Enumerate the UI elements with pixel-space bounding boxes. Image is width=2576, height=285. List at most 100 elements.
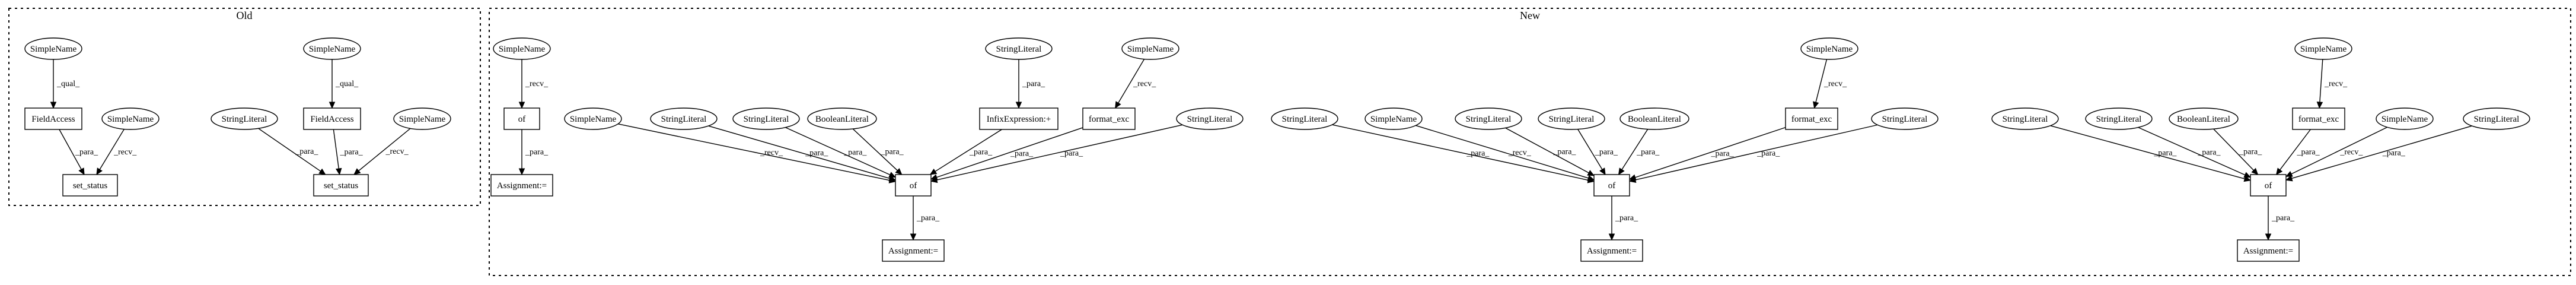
node-o_fa2: FieldAccess — [303, 107, 361, 130]
node-label: Assignment:= — [888, 246, 938, 256]
edge-label: _para_ — [805, 149, 828, 158]
edge-label: _recv_ — [113, 148, 137, 157]
edge-label: _para_ — [2382, 149, 2406, 158]
node-label: InfixExpression:+ — [987, 115, 1051, 124]
node-label: set_status — [324, 181, 358, 191]
node-label: StringLiteral — [1882, 115, 1928, 124]
cluster-title: Old — [237, 10, 253, 21]
node-d_fmt: format_exc — [2292, 107, 2345, 130]
edge-label: _para_ — [2197, 148, 2221, 157]
edge-c_bl-to-c_of: _para_ — [1618, 129, 1660, 176]
edge-o_sn1-to-o_fa1: _qual_ — [50, 59, 80, 109]
edge-b_sl3-to-b_of: _para_ — [930, 124, 1183, 183]
node-b_sl1: StringLiteral — [650, 107, 718, 130]
node-c_bl: BooleanLiteral — [1619, 107, 1689, 130]
edge-a_sn-to-a_of: _recv_ — [518, 59, 549, 109]
edge-label: _qual_ — [335, 80, 359, 88]
node-label: BooleanLiteral — [815, 115, 869, 124]
edge-a_of-to-a_asg: _para_ — [518, 129, 549, 176]
edge-label: _recv_ — [1508, 148, 1532, 157]
node-c_fmt: format_exc — [1785, 107, 1838, 130]
edge-label: _para_ — [843, 148, 867, 157]
edge-c_sntop-to-c_fmt: _recv_ — [1813, 59, 1847, 109]
node-c_sl4: StringLiteral — [1871, 107, 1939, 130]
edge-o_fa1-to-o_ss1: _para_ — [59, 129, 98, 176]
node-c_sl3: StringLiteral — [1538, 107, 1605, 130]
edge-d_fmt-to-d_of: _para_ — [2275, 129, 2320, 175]
edge-label: _para_ — [1022, 80, 1045, 88]
edge-label: _para_ — [916, 214, 940, 223]
node-label: set_status — [73, 181, 107, 191]
node-o_sn3: SimpleName — [101, 107, 160, 130]
node-o_sn4: SimpleName — [393, 107, 451, 130]
edge-d_sl3-to-d_of: _para_ — [2285, 125, 2472, 182]
node-o_sl1: StringLiteral — [211, 107, 278, 130]
edge-label: _para_ — [1615, 214, 1638, 223]
edge-label: _para_ — [1756, 149, 1780, 158]
node-label: StringLiteral — [2096, 115, 2142, 124]
node-label: SimpleName — [499, 45, 546, 54]
edge-o_fa2-to-o_ss2: _para_ — [333, 129, 364, 176]
node-label: of — [2265, 181, 2272, 191]
node-o_sn1: SimpleName — [24, 37, 82, 60]
edge-b_sn-to-b_of: _recv_ — [617, 124, 897, 183]
node-c_asg: Assignment:= — [1580, 239, 1643, 262]
node-label: of — [518, 115, 526, 124]
node-a_asg: Assignment:= — [490, 174, 553, 197]
edge-o_sn3-to-o_ss1: _recv_ — [96, 129, 137, 176]
edge-d_bl-to-d_of: _para_ — [2213, 128, 2262, 175]
edge-label: _recv_ — [2324, 80, 2348, 88]
edge-label: _para_ — [1552, 148, 1576, 157]
node-a_sn: SimpleName — [493, 37, 551, 60]
edge-label: _recv_ — [760, 148, 783, 157]
edge-label: _recv_ — [2339, 148, 2363, 157]
node-o_fa1: FieldAccess — [24, 107, 82, 130]
edge-label: _qual_ — [56, 80, 80, 88]
edge-o_sn2-to-o_fa2: _qual_ — [329, 59, 359, 109]
edge-c_of-to-c_asg: _para_ — [1608, 196, 1638, 241]
node-b_sltop: StringLiteral — [985, 37, 1053, 60]
edge-b_inf-to-b_of: _para_ — [929, 129, 1002, 175]
node-label: of — [1608, 181, 1616, 191]
node-label: SimpleName — [30, 45, 77, 54]
node-o_ss2: set_status — [313, 174, 369, 197]
node-b_bl: BooleanLiteral — [807, 107, 877, 130]
edge-d_sntop-to-d_fmt: _recv_ — [2316, 59, 2348, 109]
edge-label: _para_ — [2239, 148, 2262, 157]
edge-d_sn-to-d_of: _recv_ — [2285, 126, 2388, 177]
node-a_of: of — [503, 107, 540, 130]
node-label: SimpleName — [1370, 115, 1417, 124]
node-label: SimpleName — [309, 45, 356, 54]
node-label: StringLiteral — [222, 115, 267, 124]
edge-o_sn4-to-o_ss2: _recv_ — [353, 128, 411, 175]
node-b_sntop: SimpleName — [1121, 37, 1179, 60]
edge-label: _para_ — [969, 148, 993, 157]
edge-c_sl3-to-c_of: _para_ — [1577, 129, 1618, 176]
edge-o_sl1-to-o_ss2: _para_ — [258, 128, 326, 175]
edge-label: _recv_ — [1133, 80, 1156, 88]
node-label: StringLiteral — [661, 115, 707, 124]
node-label: SimpleName — [399, 115, 446, 124]
node-label: format_exc — [1089, 115, 1130, 124]
node-label: format_exc — [1791, 115, 1832, 124]
node-d_sl1: StringLiteral — [1991, 107, 2059, 130]
edge-b_sntop-to-b_fmt: _recv_ — [1115, 59, 1156, 109]
edge-label: _para_ — [1466, 149, 1490, 158]
node-b_asg: Assignment:= — [882, 239, 945, 262]
node-label: format_exc — [2298, 115, 2339, 124]
node-label: StringLiteral — [744, 115, 789, 124]
edge-d_of-to-d_asg: _para_ — [2265, 196, 2295, 241]
node-label: SimpleName — [2381, 115, 2428, 124]
node-label: SimpleName — [1806, 45, 1853, 54]
node-label: StringLiteral — [2474, 115, 2520, 124]
node-c_sl2: StringLiteral — [1455, 107, 1522, 130]
node-label: Assignment:= — [1587, 246, 1637, 256]
node-label: StringLiteral — [996, 45, 1042, 54]
edge-label: _para_ — [2271, 214, 2295, 223]
node-label: SimpleName — [570, 115, 617, 124]
node-d_of: of — [2250, 174, 2287, 197]
node-label: SimpleName — [107, 115, 154, 124]
node-d_sl3: StringLiteral — [2463, 107, 2530, 130]
edge-label: _para_ — [2153, 149, 2177, 158]
edge-label: _para_ — [1636, 148, 1660, 157]
